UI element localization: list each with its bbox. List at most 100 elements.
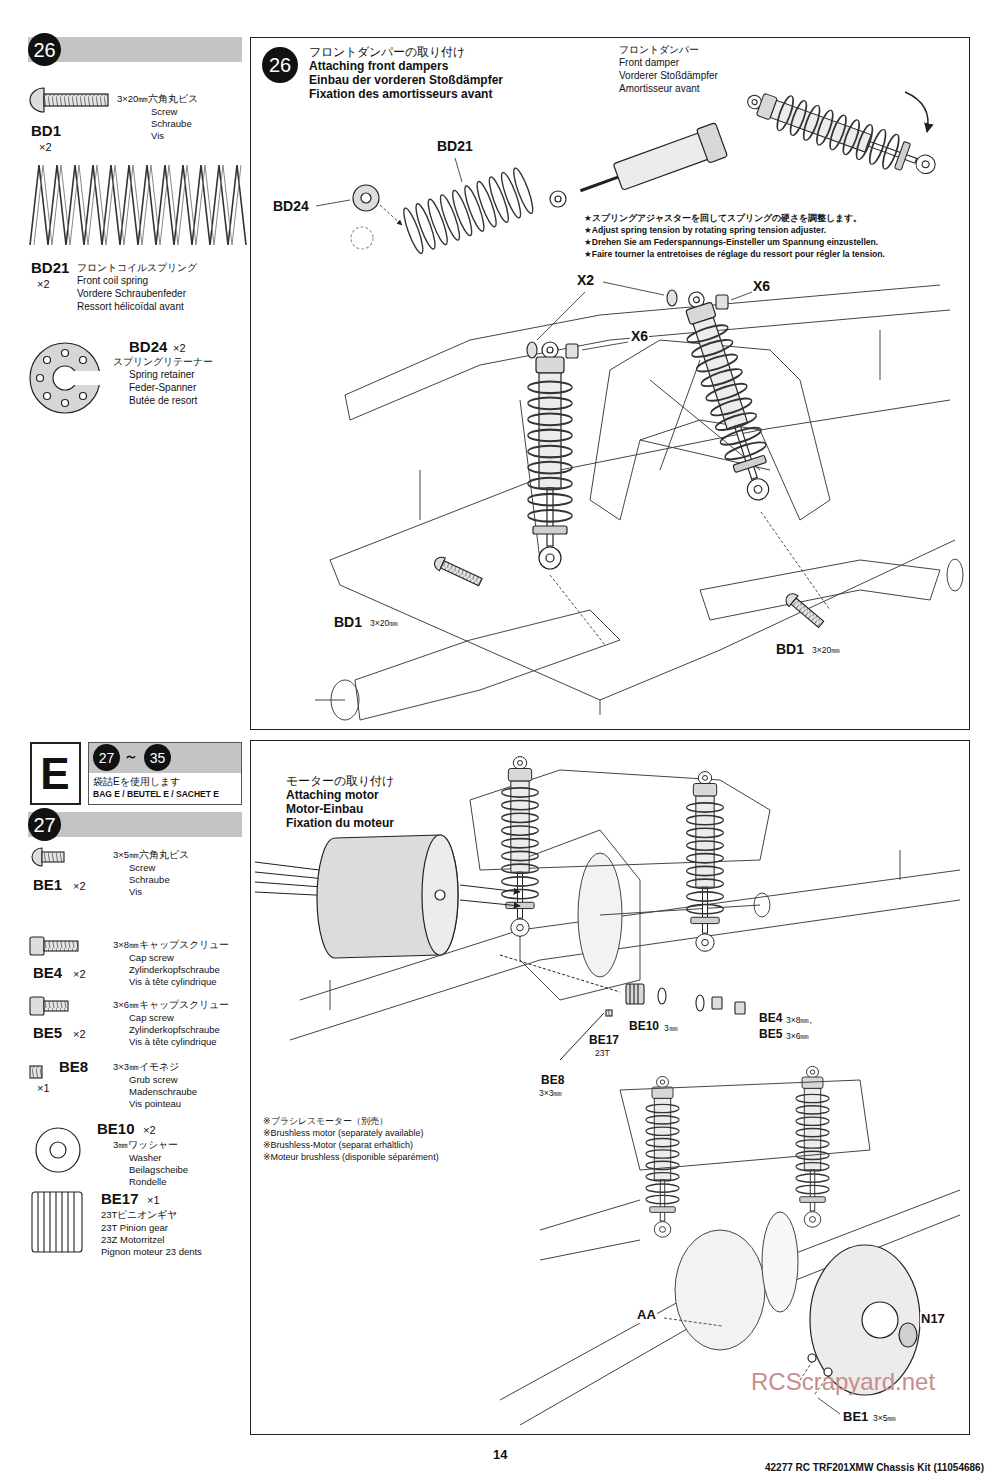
damper: [687, 772, 724, 952]
gear-cover: [899, 1323, 917, 1347]
part-name: Vis à tête cylindrique: [128, 977, 218, 988]
motor: [435, 890, 445, 900]
step-header-bar: 27: [28, 812, 242, 837]
washer-icon: [36, 1128, 80, 1172]
gear-cover: [862, 1302, 898, 1338]
chassis-drawing: [340, 540, 955, 700]
step-title: フロントダンパーの取り付け: [309, 46, 465, 60]
spring-retainer: [361, 193, 371, 203]
screw-icon: [44, 1001, 68, 1011]
motor: [422, 835, 458, 955]
assembly-arrow: [460, 885, 620, 1060]
part-name: Pignon moteur 23 dents: [100, 1247, 203, 1258]
washer-icon: [36, 1128, 80, 1172]
note: ※Brushless motor (separately available): [262, 1128, 425, 1138]
part-number: BD1: [30, 122, 62, 139]
screw-icon: [30, 88, 108, 112]
callout-number: BD1: [775, 641, 805, 657]
bag-note: 袋詰Eを使用します: [93, 776, 180, 788]
leader-line: [380, 205, 402, 225]
part-name: Ressort hélicoïdal avant: [76, 301, 185, 313]
chassis-drawing: [600, 905, 760, 915]
part-name: Grub screw: [128, 1075, 179, 1086]
part-spec: 3×5㎜六角丸ビス: [112, 850, 190, 861]
spring-retainer-icon: [80, 393, 87, 400]
dimension: 3㎜: [663, 1024, 679, 1034]
part-spec: 3×20㎜六角丸ビス: [116, 94, 199, 105]
part-name: Cap screw: [128, 1013, 175, 1024]
dimension: 3×6㎜: [785, 1032, 810, 1042]
pinion: [735, 1002, 745, 1014]
quantity: ×2: [36, 278, 51, 291]
part-name: Vis pointeau: [128, 1099, 182, 1110]
chassis-drawing: [300, 870, 960, 1000]
spring-retainer-icon: [44, 393, 51, 400]
part-number: BE1: [32, 876, 63, 893]
leader-line: [603, 282, 664, 295]
pinion-icon: [38, 1192, 74, 1252]
callout-number: N17: [920, 1312, 946, 1327]
chassis-drawing: [345, 395, 350, 420]
spring-retainer-icon: [30, 343, 100, 413]
quantity: ×2: [72, 1028, 87, 1041]
dimension: 23T: [594, 1049, 611, 1059]
chassis-drawing: [947, 559, 963, 591]
callout-number: X6: [752, 278, 771, 294]
leader-line: [550, 575, 605, 645]
spring-retainer: [353, 185, 379, 211]
quantity: ×2: [172, 342, 187, 355]
part-name: Spring retainer: [128, 369, 196, 381]
screw-icon: [30, 1066, 42, 1078]
damper: [502, 757, 539, 937]
step-number: 26: [262, 47, 298, 83]
screw: [432, 555, 826, 630]
screw-icon: [30, 88, 44, 112]
step-number: 27: [28, 808, 61, 841]
spacer: [527, 342, 537, 358]
part-name: Vordere Schraubenfeder: [76, 288, 187, 300]
part-number: BE10: [96, 1120, 136, 1137]
front-damper: [528, 342, 572, 569]
screw-icon: [44, 94, 108, 106]
chassis-drawing: [330, 560, 340, 585]
dimension: 3×8㎜,: [785, 1016, 813, 1026]
part-name: Zylinderkopfschraube: [128, 1025, 221, 1036]
screw-icon: [30, 848, 78, 1078]
part-spec: 3×6㎜キャップスクリュー: [112, 1000, 230, 1011]
screw-icon: [32, 848, 42, 866]
pinion-icon: [32, 1192, 82, 1252]
leader-line: [380, 158, 462, 225]
step-title: Motor-Einbau: [286, 803, 363, 817]
chassis-drawing: [520, 1215, 960, 1425]
part-name: Vis: [128, 887, 143, 898]
part-spec: 3㎜ワッシャー: [112, 1140, 179, 1151]
part-name: Front coil spring: [76, 275, 149, 287]
callout-number: BE5: [758, 1028, 783, 1042]
part-name: Feder-Spanner: [128, 382, 197, 394]
screw-icon: [44, 941, 78, 951]
spacer: [566, 344, 578, 358]
chassis-drawing: [540, 1200, 640, 1260]
part-name: Beilagscheibe: [128, 1165, 189, 1176]
part-name: Vis: [150, 131, 165, 142]
watermark: RCScrapyard.net: [750, 1368, 936, 1396]
part-spec: フロントコイルスプリング: [76, 262, 198, 274]
spring-icon: [30, 165, 246, 245]
note: ※Brushless-Motor (separat erhältlich): [262, 1140, 414, 1150]
note: ★スプリングアジャスターを回してスプリングの硬さを調整します。: [583, 214, 863, 224]
chassis-drawing: [350, 310, 950, 420]
gear-cover: [808, 1354, 816, 1362]
chassis-drawing: [620, 1080, 870, 1170]
callout-number: BE10: [628, 1020, 660, 1034]
damper: [646, 1076, 679, 1237]
step-number: 26: [28, 33, 61, 66]
quantity: ×1: [146, 1194, 161, 1207]
quantity: ×2: [72, 968, 87, 981]
callout-number: BE1: [842, 1410, 869, 1425]
pinion-icon: [32, 1192, 82, 1252]
spring-retainer-icon: [80, 357, 87, 364]
assembly-arrow: [460, 900, 520, 906]
part-name: Madenschraube: [128, 1087, 198, 1098]
pinion: [696, 995, 704, 1011]
screw-icon: [30, 937, 44, 955]
